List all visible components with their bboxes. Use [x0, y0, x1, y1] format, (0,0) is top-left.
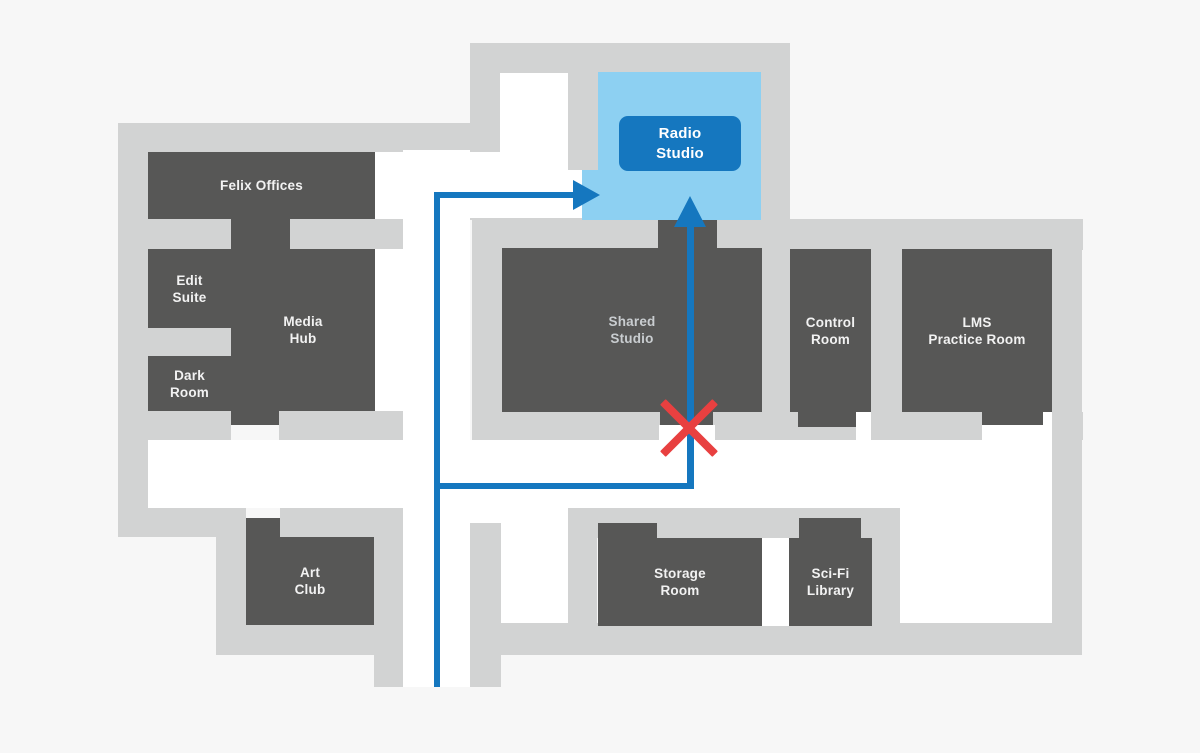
room-label-felix-offices: Felix Offices	[220, 178, 303, 193]
wall-segment	[470, 523, 501, 687]
room-connector	[982, 412, 1043, 425]
corridor-floor	[375, 152, 405, 219]
route-line-horizontal-top	[434, 192, 573, 198]
room-label-scifi-library: Sci-Fi Library	[806, 566, 855, 598]
doorway-gap	[982, 425, 1043, 440]
corridor-floor	[148, 440, 1052, 508]
wall-segment	[472, 219, 1083, 250]
wall-segment	[871, 250, 902, 440]
wall-segment	[216, 625, 403, 655]
wall-segment	[290, 219, 403, 249]
room-dark-room: Dark Room	[148, 356, 231, 411]
corridor-floor	[900, 508, 1052, 623]
room-lms-practice-room: LMS Practice Room	[902, 249, 1052, 412]
wall-segment	[374, 508, 403, 687]
wall-segment	[872, 535, 900, 625]
corridor-floor	[470, 508, 501, 523]
room-media-hub: Media Hub	[231, 249, 375, 411]
room-edit-suite: Edit Suite	[148, 249, 231, 328]
doorway-gap	[1043, 412, 1052, 440]
route-line-vertical-main	[434, 192, 440, 687]
room-label-storage-room: Storage Room	[654, 566, 706, 598]
room-label-media-hub: Media Hub	[283, 314, 323, 346]
room-label-radio-studio: Radio Studio	[619, 116, 741, 171]
room-connector	[598, 523, 657, 538]
room-connector	[799, 518, 861, 538]
room-label-art-club: Art Club	[294, 565, 326, 597]
wall-segment	[148, 219, 231, 249]
wall-segment	[280, 508, 403, 537]
room-label-control-room: Control Room	[805, 314, 856, 347]
wall-segment	[148, 411, 231, 441]
room-label-dark-room: Dark Room	[169, 367, 210, 400]
doorway-gap	[856, 412, 871, 440]
room-label-edit-suite: Edit Suite	[172, 272, 207, 305]
room-storage-room: Storage Room	[598, 538, 762, 626]
room-shared-studio: Shared Studio	[502, 248, 762, 412]
corridor-floor	[501, 508, 568, 623]
wall-segment	[148, 328, 231, 356]
route-line-vertical-branch	[687, 226, 694, 484]
route-line-horizontal-mid	[434, 483, 694, 489]
wall-segment	[118, 123, 148, 537]
room-connector	[231, 219, 290, 249]
route-arrow-right-icon	[573, 180, 600, 210]
room-label-lms-practice-room: LMS Practice Room	[928, 314, 1026, 347]
room-connector	[231, 411, 279, 425]
wall-segment	[762, 250, 790, 440]
route-arrow-up-icon	[674, 196, 706, 227]
wall-segment	[118, 123, 500, 152]
wall-segment	[472, 250, 502, 440]
room-art-club: Art Club	[246, 537, 374, 625]
room-connector	[246, 518, 280, 537]
corridor-floor	[375, 249, 405, 411]
corridor-floor	[500, 73, 568, 167]
room-control-room: Control Room	[790, 249, 871, 412]
corridor-floor	[762, 538, 789, 626]
room-scifi-library: Sci-Fi Library	[789, 538, 872, 626]
wall-segment	[501, 623, 1082, 655]
wall-segment	[279, 411, 403, 441]
room-label-shared-studio: Shared Studio	[608, 314, 656, 346]
room-felix-offices: Felix Offices	[148, 152, 375, 219]
room-connector	[798, 412, 856, 427]
